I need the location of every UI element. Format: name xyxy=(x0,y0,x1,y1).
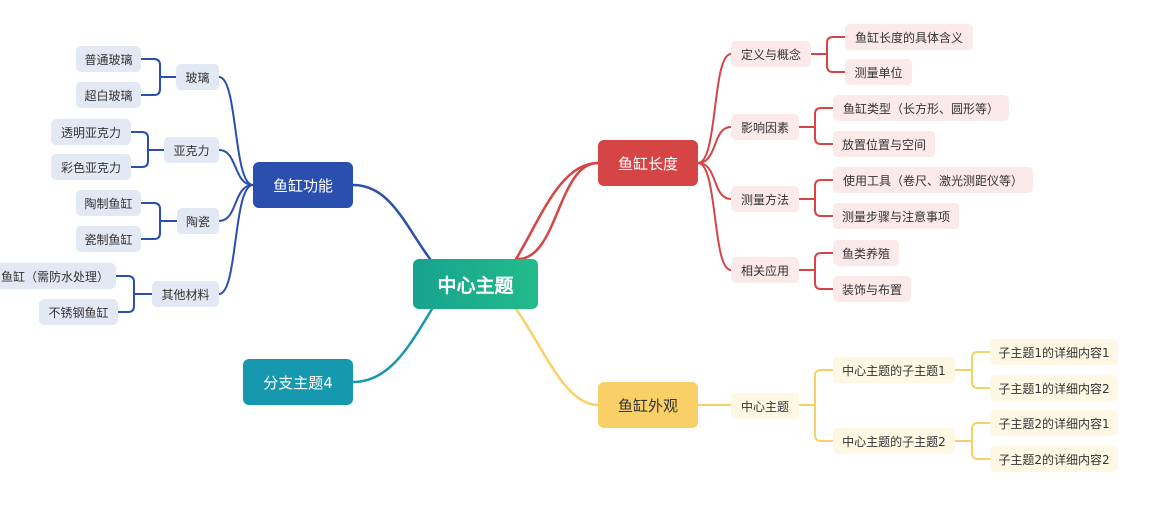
edge-factor-link-1 xyxy=(814,126,834,145)
branch-fish-tank-function[interactable]: 鱼缸功能 xyxy=(253,162,353,208)
edge-length-l2-1 xyxy=(697,126,732,164)
leaf-waterproof-tank[interactable]: 鱼缸（需防水处理） xyxy=(0,263,116,289)
edge-sub1-link-0 xyxy=(971,351,991,371)
node-influencing-factors[interactable]: 影响因素 xyxy=(731,114,799,140)
node-related-applications[interactable]: 相关应用 xyxy=(731,257,799,283)
node-other-materials[interactable]: 其他材料 xyxy=(152,281,219,307)
node-center-topic-sub[interactable]: 中心主题 xyxy=(731,393,799,419)
edge-factor-link-0 xyxy=(814,107,834,128)
leaf-subtopic-2-detail-1[interactable]: 子主题2的详细内容1 xyxy=(990,410,1118,436)
edge-function-l2-1 xyxy=(218,149,254,186)
leaf-colored-acrylic[interactable]: 彩色亚克力 xyxy=(51,154,131,180)
edge-length-l2-2 xyxy=(697,162,732,200)
node-glass[interactable]: 玻璃 xyxy=(176,64,219,90)
edge-function-l2-0 xyxy=(218,76,254,186)
leaf-ultra-clear-glass[interactable]: 超白玻璃 xyxy=(76,82,141,108)
edge-center-sub-link-1 xyxy=(814,404,834,442)
edge-acrylic-link-0 xyxy=(130,131,149,151)
leaf-subtopic-1-detail-2[interactable]: 子主题1的详细内容2 xyxy=(990,375,1118,401)
edge-ceramic-link-1 xyxy=(140,220,161,240)
edge-app-link-1 xyxy=(814,269,834,290)
leaf-measuring-steps[interactable]: 测量步骤与注意事项 xyxy=(833,203,959,229)
edge-length-l2-0 xyxy=(697,53,732,164)
branch-topic-4[interactable]: 分支主题4 xyxy=(243,359,353,405)
edge-ceramic-link-0 xyxy=(140,202,161,222)
edge-root-length-smooth xyxy=(514,161,600,261)
edge-glass-link-0 xyxy=(140,58,161,78)
edge-center-sub-link-0 xyxy=(814,369,834,406)
leaf-ordinary-glass[interactable]: 普通玻璃 xyxy=(76,46,141,72)
node-subtopic-2[interactable]: 中心主题的子主题2 xyxy=(833,428,955,454)
edge-app-link-0 xyxy=(814,252,834,271)
leaf-placement-space[interactable]: 放置位置与空间 xyxy=(833,131,935,157)
edge-def-link-1 xyxy=(826,53,846,73)
central-topic[interactable]: 中心主题 xyxy=(413,259,538,309)
leaf-length-meaning[interactable]: 鱼缸长度的具体含义 xyxy=(845,24,973,50)
node-ceramic[interactable]: 陶瓷 xyxy=(177,208,219,234)
edge-root-appearance xyxy=(514,307,600,407)
leaf-measuring-tools[interactable]: 使用工具（卷尺、激光测距仪等） xyxy=(833,167,1033,193)
edge-glass-link-1 xyxy=(140,76,161,96)
edge-function-l2-2 xyxy=(218,184,254,222)
leaf-tank-type[interactable]: 鱼缸类型（长方形、圆形等） xyxy=(833,95,1009,121)
edge-root-length xyxy=(516,161,600,261)
leaf-measurement-unit[interactable]: 测量单位 xyxy=(845,59,912,85)
leaf-porcelain-tank[interactable]: 瓷制鱼缸 xyxy=(76,226,141,252)
edge-sub2-link-0 xyxy=(971,422,991,442)
branch-fish-tank-length[interactable]: 鱼缸长度 xyxy=(598,140,698,186)
branch-fish-tank-appearance[interactable]: 鱼缸外观 xyxy=(598,382,698,428)
leaf-subtopic-1-detail-1[interactable]: 子主题1的详细内容1 xyxy=(990,339,1118,365)
node-definition-concept[interactable]: 定义与概念 xyxy=(731,41,811,67)
node-subtopic-1[interactable]: 中心主题的子主题1 xyxy=(833,357,955,383)
edge-acrylic-link-1 xyxy=(130,149,149,168)
edge-method-link-0 xyxy=(814,179,834,200)
edge-other-link-1 xyxy=(115,293,135,313)
leaf-decoration-layout[interactable]: 装饰与布置 xyxy=(833,276,911,302)
leaf-transparent-acrylic[interactable]: 透明亚克力 xyxy=(51,119,131,145)
node-measurement-method[interactable]: 测量方法 xyxy=(731,186,799,212)
edge-other-link-0 xyxy=(115,275,135,295)
leaf-subtopic-2-detail-2[interactable]: 子主题2的详细内容2 xyxy=(990,446,1118,472)
edge-sub2-link-1 xyxy=(971,440,991,460)
edge-function-l2-3 xyxy=(218,184,254,295)
edge-method-link-1 xyxy=(814,198,834,217)
edge-def-link-0 xyxy=(826,36,846,55)
edge-sub1-link-1 xyxy=(971,369,991,389)
leaf-stainless-tank[interactable]: 不锈钢鱼缸 xyxy=(39,299,118,325)
edge-root-branch4 xyxy=(351,307,434,384)
edge-length-l2-3 xyxy=(697,162,732,271)
leaf-pottery-tank[interactable]: 陶制鱼缸 xyxy=(76,190,141,216)
leaf-fish-farming[interactable]: 鱼类养殖 xyxy=(833,240,899,266)
node-acrylic[interactable]: 亚克力 xyxy=(164,137,219,163)
edge-root-function xyxy=(351,183,432,261)
